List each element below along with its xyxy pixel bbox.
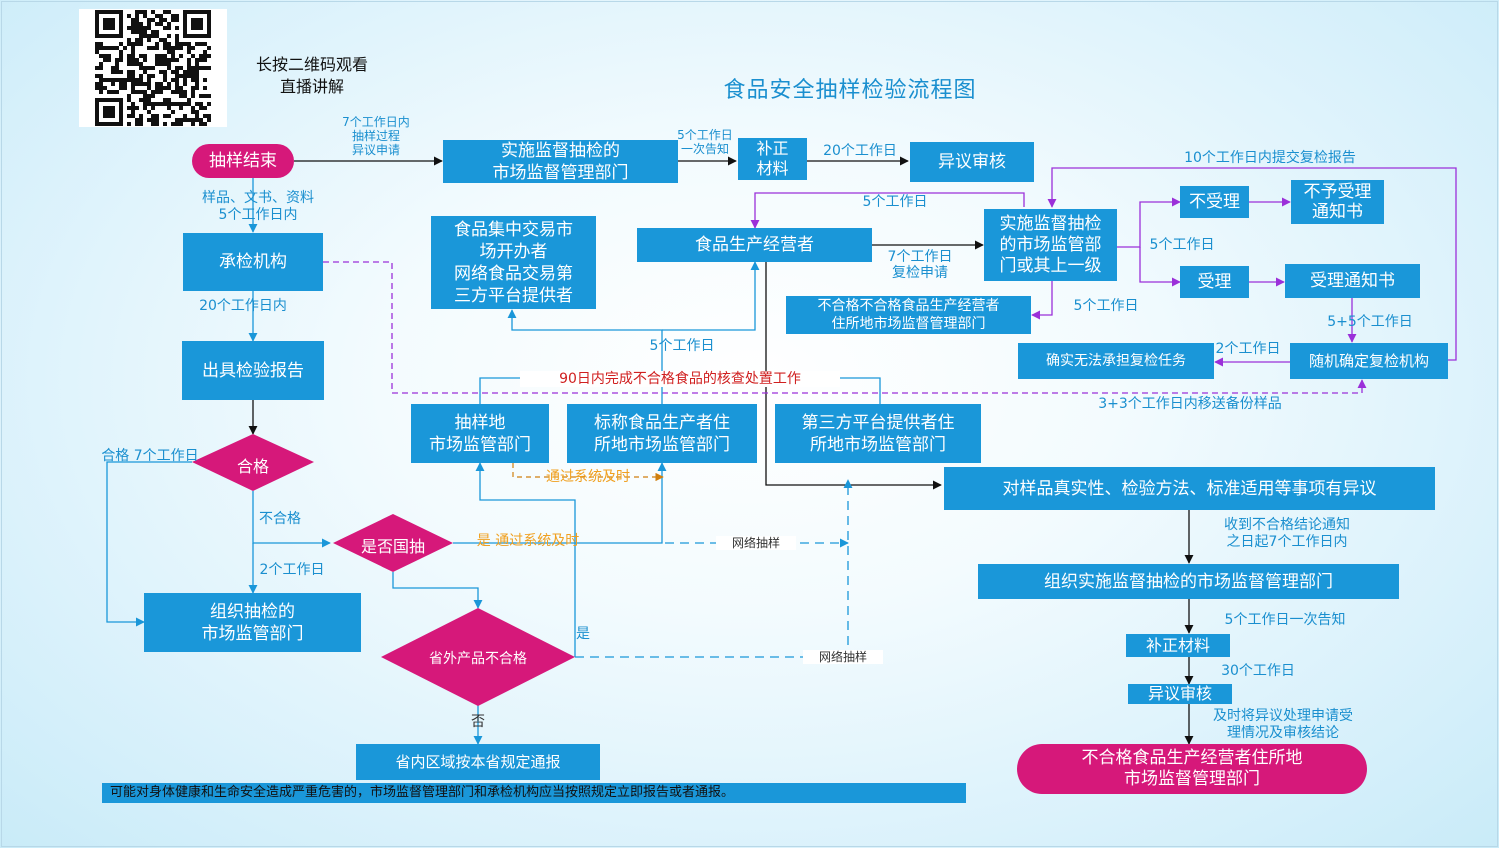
label-timely: 及时将异议处理申请受 理情况及审核结论 xyxy=(1213,708,1353,741)
node-final-dept[interactable]: 不合格食品生产经营者住所地 市场监督管理部门 xyxy=(1017,744,1367,794)
label-no: 否 xyxy=(471,714,485,730)
label-7days-recheck: 7个工作日 复检申请 xyxy=(887,249,953,281)
label-2days-org: 2个工作日 xyxy=(259,562,325,578)
arrow-outside-sample-site xyxy=(475,462,576,657)
node-start[interactable]: 抽样结束 xyxy=(192,144,294,178)
label-5days-producer: 5个工作日 xyxy=(862,194,928,210)
arrow-network-2 xyxy=(575,479,853,658)
node-supervise[interactable]: 实施监督抽检的 市场监督管理部门 xyxy=(443,140,678,183)
node-sample-site[interactable]: 抽样地 市场监管部门 xyxy=(411,404,549,463)
node-objection-top[interactable]: 异议审核 xyxy=(910,142,1034,182)
node-unqualified-producer-dept[interactable]: 不合格不合格食品生产经营者 住所地市场监督管理部门 xyxy=(786,296,1031,334)
label-5days-once2: 5个工作日一次告知 xyxy=(1224,612,1346,628)
node-organize-dept[interactable]: 组织实施监督抽检的市场监督管理部门 xyxy=(978,564,1399,599)
decision-national xyxy=(333,514,453,572)
label-2days: 2个工作日 xyxy=(1215,341,1281,357)
label-network2: 网络抽样 xyxy=(803,650,883,664)
label-20days-a: 20个工作日内 xyxy=(199,298,287,314)
arrow-bus-producer xyxy=(662,261,760,331)
qr-code[interactable] xyxy=(79,9,227,127)
page-title: 食品安全抽样检验流程图 xyxy=(723,78,977,103)
node-objection-bottom[interactable]: 异议审核 xyxy=(1128,684,1232,704)
label-5days-once: 5个工作日 一次告知 xyxy=(677,128,733,156)
label-30days: 30个工作日 xyxy=(1221,663,1295,679)
node-cannot-recheck[interactable]: 确实无法承担复检任务 xyxy=(1018,343,1214,379)
node-organize[interactable]: 组织抽检的 市场监管部门 xyxy=(144,593,361,652)
node-accept[interactable]: 受理 xyxy=(1180,266,1249,298)
node-agency[interactable]: 承检机构 xyxy=(183,233,323,291)
node-reject-notice[interactable]: 不予受理 通知书 xyxy=(1291,180,1384,224)
label-5days-accept: 5个工作日 xyxy=(1149,237,1215,253)
bottom-note: 可能对身体健康和生命安全造成严重危害的，市场监督管理部门和承检机构应当按照规定立… xyxy=(102,783,966,803)
node-accept-notice[interactable]: 受理通知书 xyxy=(1285,264,1420,298)
label-yes: 是 xyxy=(576,626,590,642)
arrow-producer-objection xyxy=(765,262,942,490)
decision-pass-label: 合格 xyxy=(236,457,269,476)
arrow-recheck-reject xyxy=(1117,197,1181,248)
label-yes-system: 是 通过系统及时 xyxy=(476,533,580,549)
decision-outside xyxy=(381,608,575,706)
node-supplement-bottom[interactable]: 补正材料 xyxy=(1126,634,1230,657)
label-fail: 不合格 xyxy=(259,511,301,527)
decision-pass xyxy=(192,434,314,491)
node-platform[interactable]: 食品集中交易市 场开办者 网络食品交易第 三方平台提供者 xyxy=(431,216,596,309)
label-10days: 10个工作日内提交复检报告 xyxy=(1184,150,1356,166)
arrow-recheck-producer xyxy=(750,192,1025,229)
label-20days-b: 20个工作日 xyxy=(823,143,897,159)
arrow-agency-random xyxy=(323,261,1367,394)
label-3p3: 3+3个工作日内移送备份样品 xyxy=(1098,396,1282,412)
node-recheck-dept[interactable]: 实施监督抽检 的市场监管部 门或其上一级 xyxy=(984,209,1117,281)
label-90days: 90日内完成不合格食品的核查处置工作 xyxy=(520,371,840,387)
label-received: 收到不合格结论通知 之日起7个工作日内 xyxy=(1224,517,1350,550)
arrow-recheck-unqualified xyxy=(1031,281,1053,320)
label-samples: 样品、文书、资料 5个工作日内 xyxy=(202,190,314,223)
qr-caption: 长按二维码观看 直播讲解 xyxy=(255,55,368,96)
node-third-party[interactable]: 第三方平台提供者住 所地市场监管部门 xyxy=(775,404,981,463)
node-province-notify[interactable]: 省内区域按本省规定通报 xyxy=(356,744,600,780)
node-reject[interactable]: 不受理 xyxy=(1180,186,1249,218)
label-5days-mid: 5个工作日 xyxy=(649,338,715,354)
decision-outside-label: 省外产品不合格 xyxy=(429,651,527,667)
label-network1: 网络抽样 xyxy=(716,536,796,550)
label-system1: 通过系统及时 xyxy=(546,469,630,485)
node-report[interactable]: 出具检验报告 xyxy=(182,341,324,400)
label-pass7: 合格 7个工作日 xyxy=(101,448,199,464)
label-7days-objection: 7个工作日内 抽样过程 异议申请 xyxy=(342,115,410,157)
label-5p5: 5+5个工作日 xyxy=(1327,314,1413,330)
decision-national-label: 是否国抽 xyxy=(360,537,425,556)
label-5days-unq: 5个工作日 xyxy=(1073,298,1139,314)
line-pass-organize xyxy=(106,461,192,627)
node-claimed-producer[interactable]: 标称食品生产者住 所地市场监管部门 xyxy=(567,404,757,463)
arrow-bus-platform xyxy=(507,309,663,404)
arrow-recheck-accept xyxy=(1139,247,1181,287)
node-producer[interactable]: 食品生产经营者 xyxy=(637,228,872,262)
arrow-system-dashed xyxy=(512,463,664,482)
node-supplement-top[interactable]: 补正 材料 xyxy=(738,138,807,180)
node-objection-items[interactable]: 对样品真实性、检验方法、标准适用等事项有异议 xyxy=(944,467,1435,510)
node-random-agency[interactable]: 随机确定复检机构 xyxy=(1290,343,1448,379)
qr-code-icon xyxy=(95,10,211,126)
arrow-national-outside xyxy=(392,572,483,609)
arrow-national-producer-dept xyxy=(453,462,667,544)
